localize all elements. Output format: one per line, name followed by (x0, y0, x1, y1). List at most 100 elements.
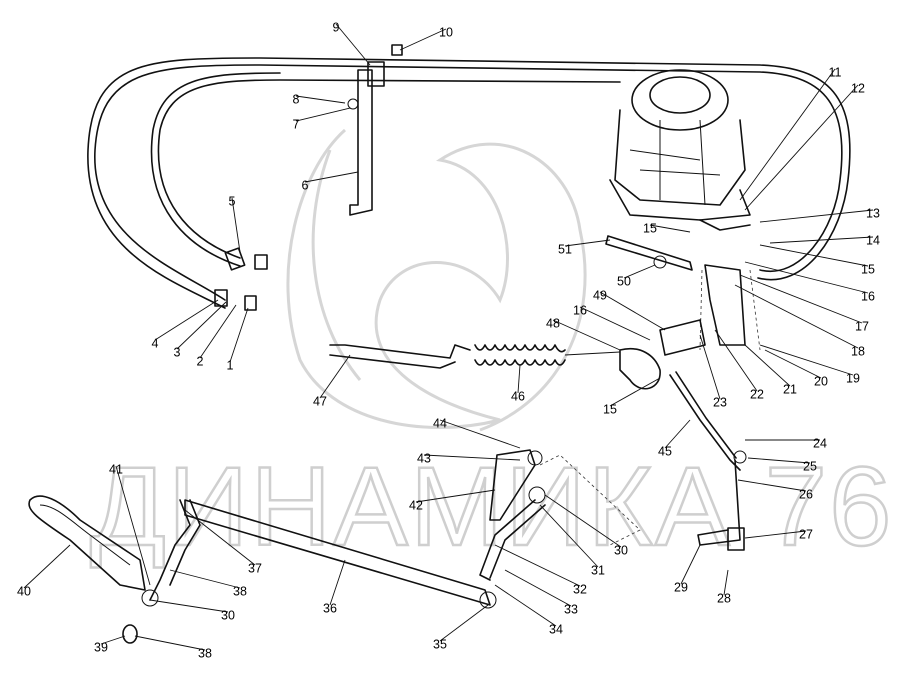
callout-label: 29 (674, 580, 688, 594)
return-spring (329, 344, 621, 369)
leader-line (115, 465, 151, 586)
leader-line (539, 504, 599, 568)
leader-line (734, 284, 859, 349)
callout-label: 26 (799, 487, 813, 501)
leader-line (623, 264, 656, 279)
callout-label: 15 (861, 262, 875, 276)
callout-label: 18 (851, 344, 865, 358)
leader-line (295, 95, 346, 104)
leader-line (723, 569, 729, 596)
leader-line (714, 329, 758, 392)
callout-label: 40 (17, 584, 31, 598)
callout-label: 12 (851, 81, 865, 95)
callout-label: 20 (814, 374, 828, 388)
callout-label: 28 (717, 591, 731, 605)
leader-line (739, 68, 836, 201)
callout-label: 22 (750, 387, 764, 401)
callout-label: 16 (573, 303, 587, 317)
callout-label: 37 (248, 561, 262, 575)
leader-line (399, 28, 447, 51)
callout-label: 3 (174, 345, 181, 359)
bracket (347, 44, 403, 216)
leader-line (744, 344, 791, 387)
leader-line (154, 299, 219, 341)
callout-label: 51 (558, 242, 572, 256)
callout-label: 5 (229, 194, 236, 208)
leader-line (744, 530, 807, 539)
callout-label: 43 (417, 451, 431, 465)
callout-label: 35 (433, 637, 447, 651)
leader-line (517, 364, 521, 394)
leader-line (759, 344, 854, 376)
leader-line (100, 635, 126, 645)
leader-line (169, 569, 241, 589)
leader-line (439, 419, 521, 449)
callout-label: 48 (546, 316, 560, 330)
carburetor (609, 69, 751, 231)
leader-line (149, 599, 229, 613)
leader-line (564, 239, 611, 247)
leader-line (423, 454, 521, 461)
leader-line (764, 349, 822, 379)
leader-line (737, 479, 807, 492)
leader-line (176, 301, 227, 350)
callout-label: 25 (803, 459, 817, 473)
callout-label: 42 (409, 498, 423, 512)
leader-line (335, 23, 371, 66)
watermark-logo (286, 128, 587, 432)
leader-line (295, 107, 351, 122)
callout-label: 46 (511, 389, 525, 403)
leader-line (231, 197, 241, 253)
leader-line (664, 419, 691, 449)
callout-label: 30 (221, 608, 235, 622)
callout-label: 32 (573, 582, 587, 596)
callout-label: 30 (614, 543, 628, 557)
leader-line (329, 559, 346, 606)
callout-label: 31 (591, 563, 605, 577)
callout-label: 23 (713, 395, 727, 409)
callout-label: 9 (333, 20, 340, 34)
callout-label: 44 (433, 416, 447, 430)
leader-line (744, 84, 859, 211)
callout-label: 6 (302, 178, 309, 192)
callout-label: 33 (564, 602, 578, 616)
callout-label: 41 (109, 462, 123, 476)
fuel-lines (87, 57, 851, 309)
leader-line (769, 236, 874, 244)
callout-label: 14 (866, 233, 880, 247)
leader-line (494, 584, 557, 627)
leader-line (199, 304, 237, 359)
callout-label: 10 (439, 25, 453, 39)
callout-label: 13 (866, 206, 880, 220)
leader-line (747, 457, 811, 464)
callout-label: 17 (855, 319, 869, 333)
leader-line (579, 306, 651, 341)
callout-label: 11 (829, 65, 842, 79)
leader-line (609, 377, 661, 407)
leader-line (23, 544, 71, 589)
callout-label: 15 (643, 221, 657, 235)
leader-line (552, 319, 621, 351)
leader-line (184, 509, 256, 566)
leader-line (739, 274, 863, 324)
leader-line (415, 489, 496, 503)
callout-label: 19 (846, 371, 860, 385)
leader-line (494, 544, 581, 587)
callout-label: 38 (233, 584, 247, 598)
callout-label: 24 (813, 436, 827, 450)
callout-label: 4 (152, 336, 159, 350)
leader-line (599, 291, 666, 331)
callout-label: 2 (197, 354, 204, 368)
callout-label: 34 (549, 622, 563, 636)
callout-label: 49 (593, 288, 607, 302)
callout-label: 1 (227, 358, 234, 372)
callout-label: 27 (799, 527, 813, 541)
leader-line (544, 494, 622, 548)
callout-label: 21 (783, 382, 797, 396)
hose-fittings (214, 247, 268, 311)
callout-label: 8 (293, 92, 300, 106)
leader-line (304, 171, 359, 183)
leader-line (319, 354, 351, 399)
callout-label: 45 (658, 444, 672, 458)
